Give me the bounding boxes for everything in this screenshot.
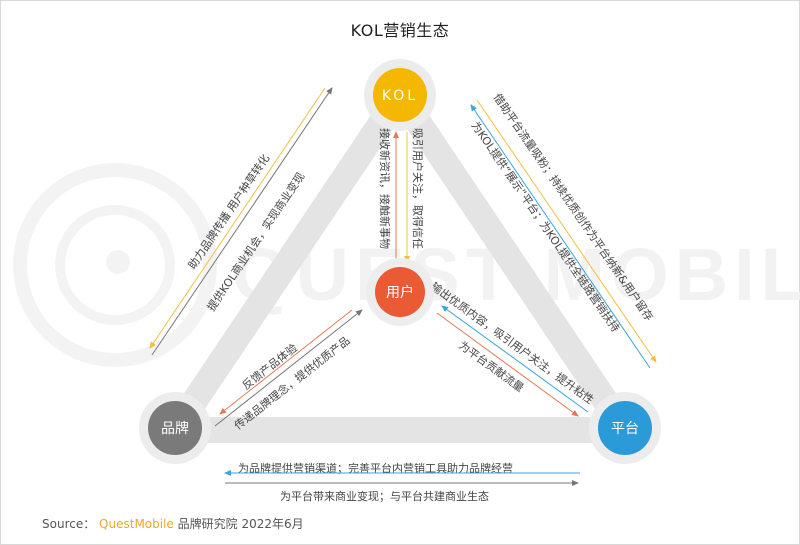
edge-label-kol-user-right: 吸引用户关注，取得信任 <box>411 128 425 249</box>
node-platform: 平台 <box>589 392 661 464</box>
source-prefix: Source： <box>42 517 96 531</box>
node-label-kol: KOL <box>382 88 418 104</box>
node-user: 用户 <box>366 258 434 326</box>
edge-label-kol-user-left: 接收新资讯，接触新事物 <box>378 128 392 249</box>
node-label-brand: 品牌 <box>161 420 189 437</box>
diagram-title: KOL营销生态 <box>350 21 450 40</box>
source-brand: QuestMobile <box>99 517 174 531</box>
edge-label-brand-platform-bottom: 为平台带来商业变现；与平台共建商业生态 <box>280 489 489 503</box>
node-label-user: 用户 <box>386 284 414 301</box>
edge-kol-user: 接收新资讯，接触新事物 吸引用户关注，取得信任 <box>378 128 425 263</box>
source-caption: Source： QuestMobile 品牌研究院 2022年6月 <box>42 515 304 532</box>
node-kol: KOL <box>364 59 436 131</box>
ecosystem-triangle <box>162 82 638 443</box>
source-suffix: 品牌研究院 2022年6月 <box>177 517 304 531</box>
node-label-platform: 平台 <box>611 421 639 437</box>
edge-label-platform-brand-top: 为品牌提供营销渠道；完善平台内营销工具助力品牌经营 <box>238 461 513 475</box>
node-brand: 品牌 <box>139 392 211 464</box>
edge-platform-brand: 为品牌提供营销渠道；完善平台内营销工具助力品牌经营 为平台带来商业变现；与平台共… <box>224 461 580 503</box>
